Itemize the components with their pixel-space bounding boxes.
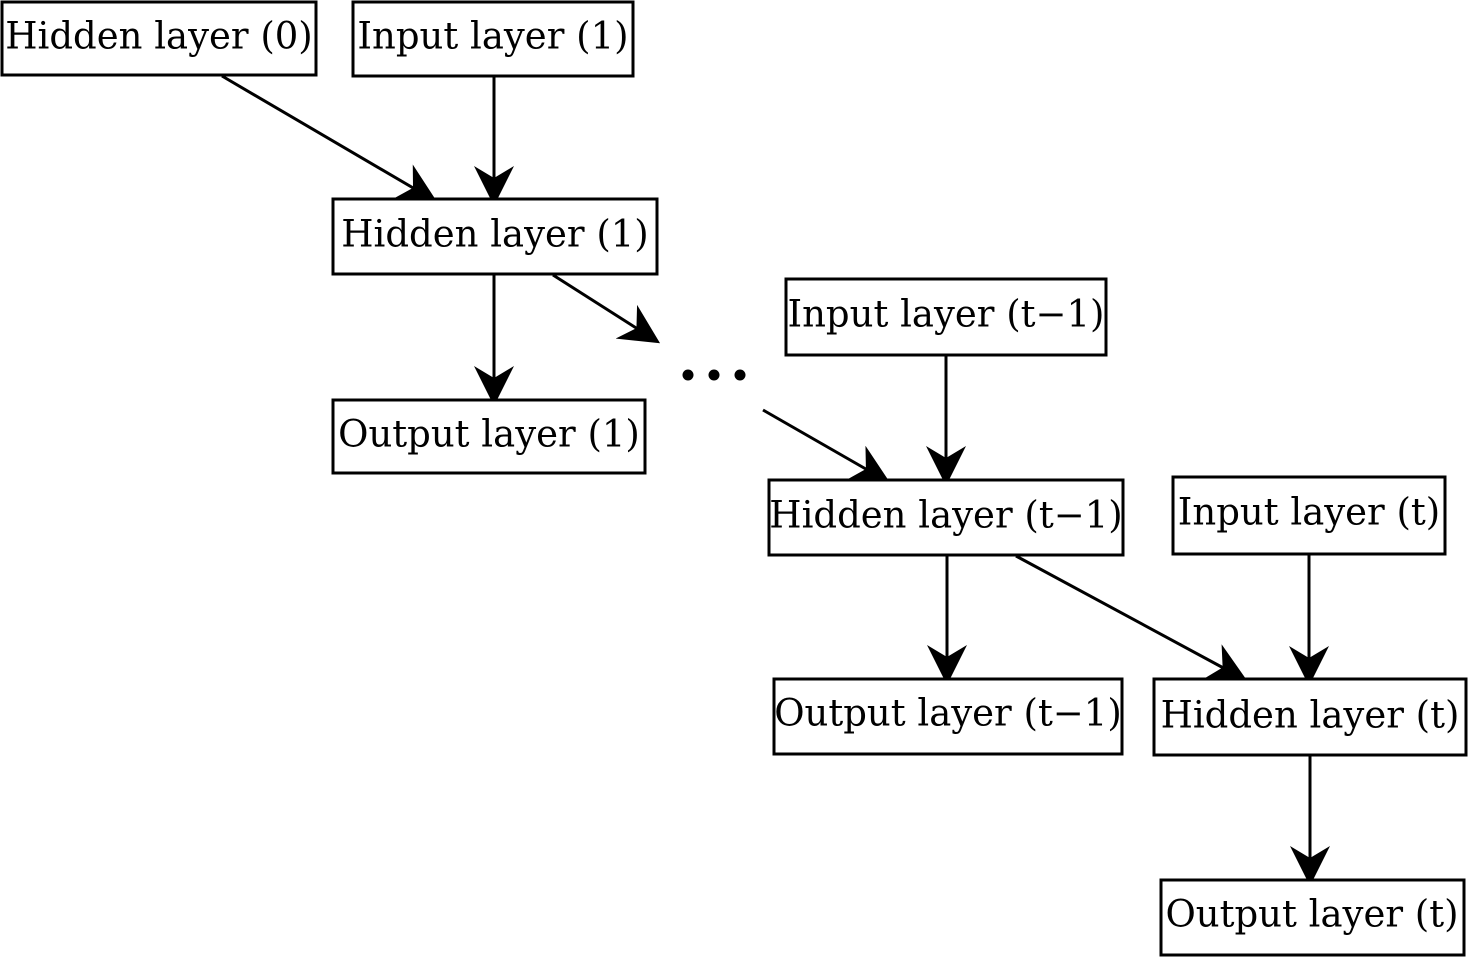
node-label: Hidden layer (0) <box>5 15 313 58</box>
node-label: Input layer (1) <box>357 15 628 58</box>
node-label: Input layer (t−1) <box>787 293 1104 336</box>
ellipsis-dot <box>708 369 720 381</box>
node-hidden-layer-1: Hidden layer (1) <box>331 197 659 276</box>
node-label: Output layer (t−1) <box>774 692 1122 735</box>
node-label: Hidden layer (t−1) <box>769 494 1122 537</box>
node-hidden-layer-t: Hidden layer (t) <box>1152 677 1468 757</box>
node-label: Input layer (t) <box>1178 491 1440 534</box>
edge-hidden0-to-hidden1 <box>221 74 438 203</box>
node-output-layer-t-minus-1: Output layer (t−1) <box>772 677 1124 756</box>
node-label: Output layer (1) <box>338 413 640 456</box>
node-output-layer-t: Output layer (t) <box>1159 878 1466 957</box>
node-output-layer-1: Output layer (1) <box>331 398 647 475</box>
node-hidden-layer-t-minus-1: Hidden layer (t−1) <box>767 478 1125 557</box>
edge-hiddent1-to-hiddent <box>1015 554 1248 681</box>
node-label: Hidden layer (t) <box>1161 694 1460 737</box>
ellipsis-dot <box>682 369 694 381</box>
node-hidden-layer-0: Hidden layer (0) <box>0 0 318 77</box>
node-input-layer-t: Input layer (t) <box>1171 475 1447 556</box>
ellipsis <box>682 369 746 381</box>
node-label: Hidden layer (1) <box>341 213 649 256</box>
node-label: Output layer (t) <box>1165 893 1458 936</box>
edge-ellipsis-to-hiddent1 <box>762 408 891 483</box>
node-input-layer-t-minus-1: Input layer (t−1) <box>784 277 1108 357</box>
edges <box>221 74 1330 886</box>
ellipsis-dot <box>734 369 746 381</box>
node-input-layer-1: Input layer (1) <box>351 0 635 78</box>
edge-hidden1-to-ellipsis <box>552 273 661 344</box>
